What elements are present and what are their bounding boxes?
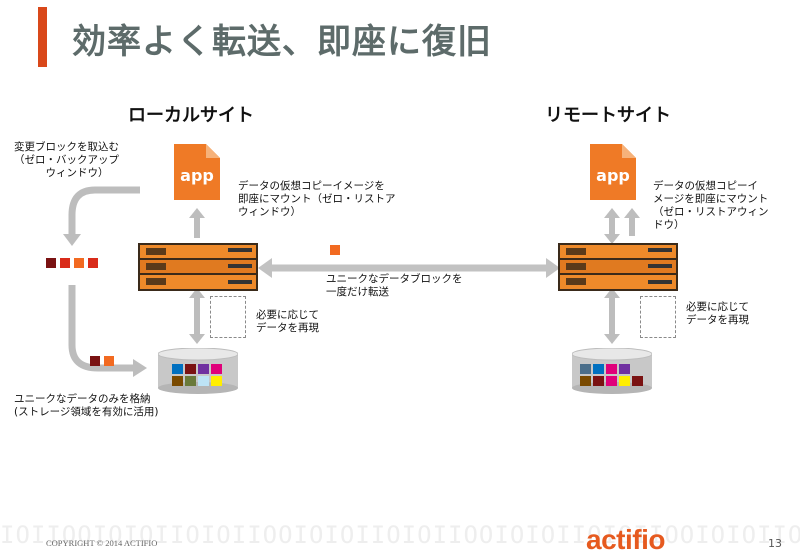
data-block-icon [60, 258, 70, 268]
data-block-icon [46, 258, 56, 268]
local-site-heading: ローカルサイト [128, 105, 254, 126]
local-storage-database-icon [158, 348, 238, 394]
remote-site-heading: リモートサイト [545, 105, 671, 126]
store-unique-note: ユニークなデータのみを格納 (ストレージ領域を有効に活用) [14, 393, 159, 418]
data-block-icon [104, 356, 114, 366]
local-mount-note: データの仮想コピーイメージを 即座にマウント（ゼロ・リストア ウィンドウ） [238, 180, 396, 218]
title-accent-bar [38, 7, 47, 67]
transfer-data-block-icon [330, 245, 340, 255]
transfer-note: ユニークなデータブロックを 一度だけ転送 [326, 273, 463, 298]
remote-reproduce-note: 必要に応じて データを再現 [686, 301, 749, 326]
change-block-note: 変更ブロックを取込む （ゼロ・バックアップ ウィンドウ） [14, 141, 119, 179]
local-app-document-icon [174, 144, 220, 200]
data-block-icon [74, 258, 84, 268]
remote-app-label: app [596, 166, 630, 185]
footer-binary-pattern: IOIIOOIOIOIIOIOIIOOIOIOIIOIOIIOOIOIOIIOI… [0, 521, 800, 549]
remote-mount-note: データの仮想コピーイ メージを即座にマウント （ゼロ・リストアウィン ドウ） [653, 180, 769, 231]
remote-storage-database-icon [572, 348, 652, 394]
data-block-icon [90, 356, 100, 366]
actifio-logo: actifio [586, 524, 665, 555]
data-block-icon [88, 258, 98, 268]
local-dashed-document-icon [210, 296, 246, 338]
slide-title: 効率よく転送、即座に復旧 [72, 22, 492, 62]
store-arrow [68, 285, 135, 372]
remote-dashed-document-icon [640, 296, 676, 338]
page-number: 13 [768, 537, 782, 550]
local-server-appliance-icon [138, 243, 258, 291]
local-reproduce-note: 必要に応じて データを再現 [256, 309, 319, 334]
capture-arrow [68, 186, 140, 236]
remote-server-appliance-icon [558, 243, 678, 291]
changed-blocks-group [46, 258, 106, 270]
copyright-text: COPYRIGHT © 2014 ACTIFIO [46, 538, 158, 548]
local-app-label: app [180, 166, 214, 185]
unique-blocks-group [90, 356, 120, 368]
remote-app-document-icon [590, 144, 636, 200]
